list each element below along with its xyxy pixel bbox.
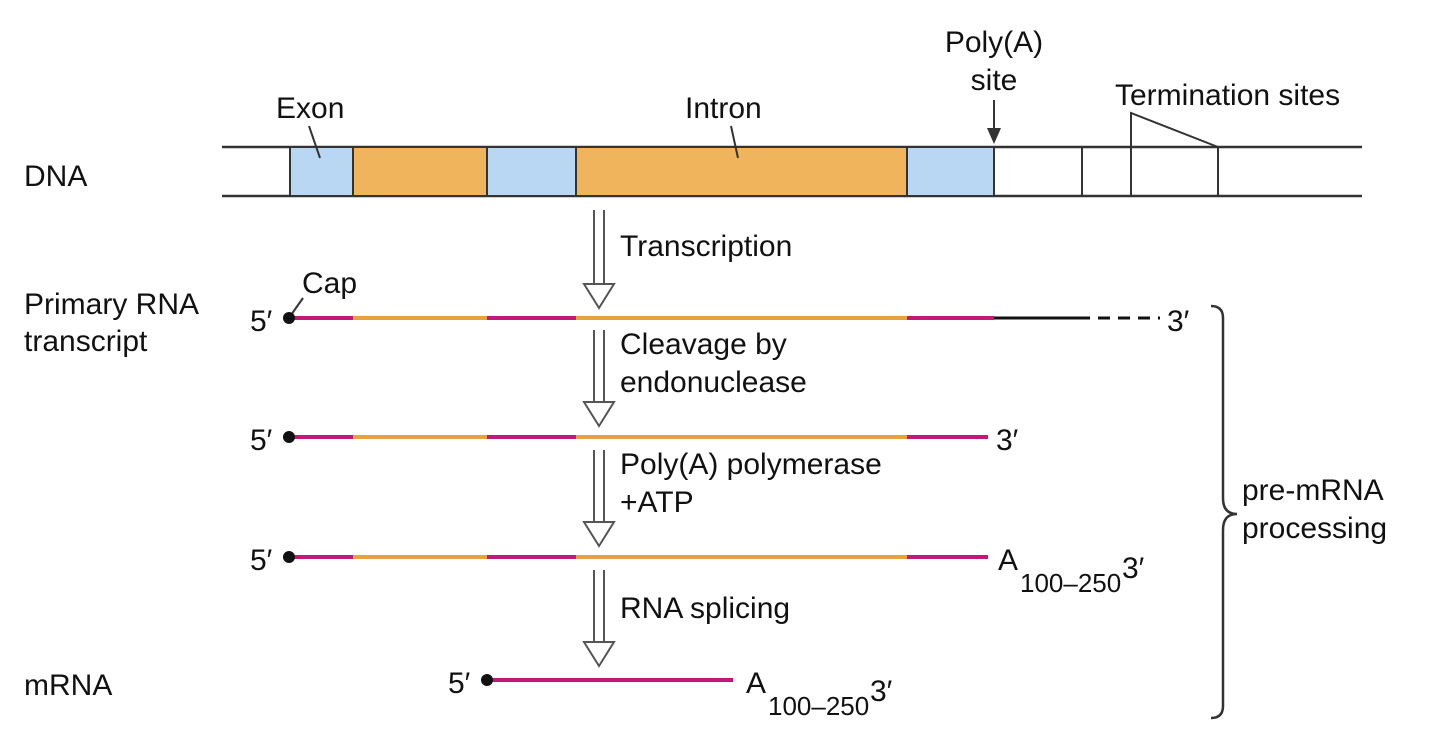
polya-step-label-line1: Poly(A) polymerase <box>620 448 882 481</box>
mrna-five-prime: 5′ <box>448 667 471 700</box>
termination-sites-label: Termination sites <box>1115 79 1340 112</box>
dna-exon-3 <box>906 146 995 197</box>
polyadenylated-poly-a: A <box>998 544 1018 577</box>
dna-label: DNA <box>24 160 87 193</box>
exon-label: Exon <box>276 92 344 125</box>
dna-exon-1 <box>289 146 354 197</box>
polya-site-label-line2: site <box>971 64 1018 97</box>
cleavage-step-label-line1: Cleavage by <box>620 328 787 361</box>
primary-three-prime: 3′ <box>1167 305 1190 338</box>
mrna-cap-dot <box>481 674 493 686</box>
termination-sites-bracket <box>1130 111 1219 148</box>
polyadenylated-five-prime: 5′ <box>250 544 273 577</box>
dna-strand <box>222 145 1362 198</box>
cleavage-step-label-line2: endonuclease <box>620 366 807 399</box>
primary-transcript-label-line2: transcript <box>24 325 148 358</box>
primary-transcript <box>283 312 1160 324</box>
mrna-poly-a: A <box>746 667 766 700</box>
pre-mrna-processing-label-line2: processing <box>1242 512 1387 545</box>
mrna-three-prime: 3′ <box>870 675 893 708</box>
primary-transcript-label-line1: Primary RNA <box>24 288 199 321</box>
processing-brace <box>1210 304 1238 720</box>
polyadenylated-three-prime: 3′ <box>1122 552 1145 585</box>
dna-intron-1 <box>352 146 488 197</box>
polyadenylated-poly-a-length: 100–250 <box>1020 568 1121 598</box>
primary-five-prime: 5′ <box>250 305 273 338</box>
splicing-arrow <box>582 570 616 668</box>
polya-site-arrow <box>987 100 1001 144</box>
cleaved-cap-dot <box>283 431 295 443</box>
intron-pointer <box>730 125 739 159</box>
polyadenylated-transcript <box>283 551 988 563</box>
cleaved-five-prime: 5′ <box>250 424 273 457</box>
cleaved-transcript <box>283 431 988 443</box>
mrna-label: mRNA <box>24 669 112 702</box>
polyadenylated-cap-dot <box>283 551 295 563</box>
cap-label: Cap <box>302 267 357 300</box>
cap-pointer <box>290 297 304 316</box>
transcription-arrow <box>582 210 616 310</box>
polyadenylation-arrow <box>582 450 616 548</box>
primary-cap-dot <box>283 312 295 324</box>
mrna-transcript <box>481 674 733 686</box>
splicing-step-label: RNA splicing <box>620 592 790 625</box>
cleavage-arrow <box>582 330 616 428</box>
intron-label: Intron <box>685 92 762 125</box>
polya-step-label-line2: +ATP <box>620 486 694 519</box>
transcription-step-label: Transcription <box>620 230 792 263</box>
cleaved-three-prime: 3′ <box>996 424 1019 457</box>
dna-exon-2 <box>486 146 577 197</box>
pre-mrna-processing-label-line1: pre-mRNA <box>1242 474 1384 507</box>
exon-pointer <box>308 125 321 159</box>
dna-intron-2 <box>575 146 908 197</box>
mrna-poly-a-length: 100–250 <box>768 691 869 721</box>
polya-site-label-line1: Poly(A) <box>945 26 1043 59</box>
